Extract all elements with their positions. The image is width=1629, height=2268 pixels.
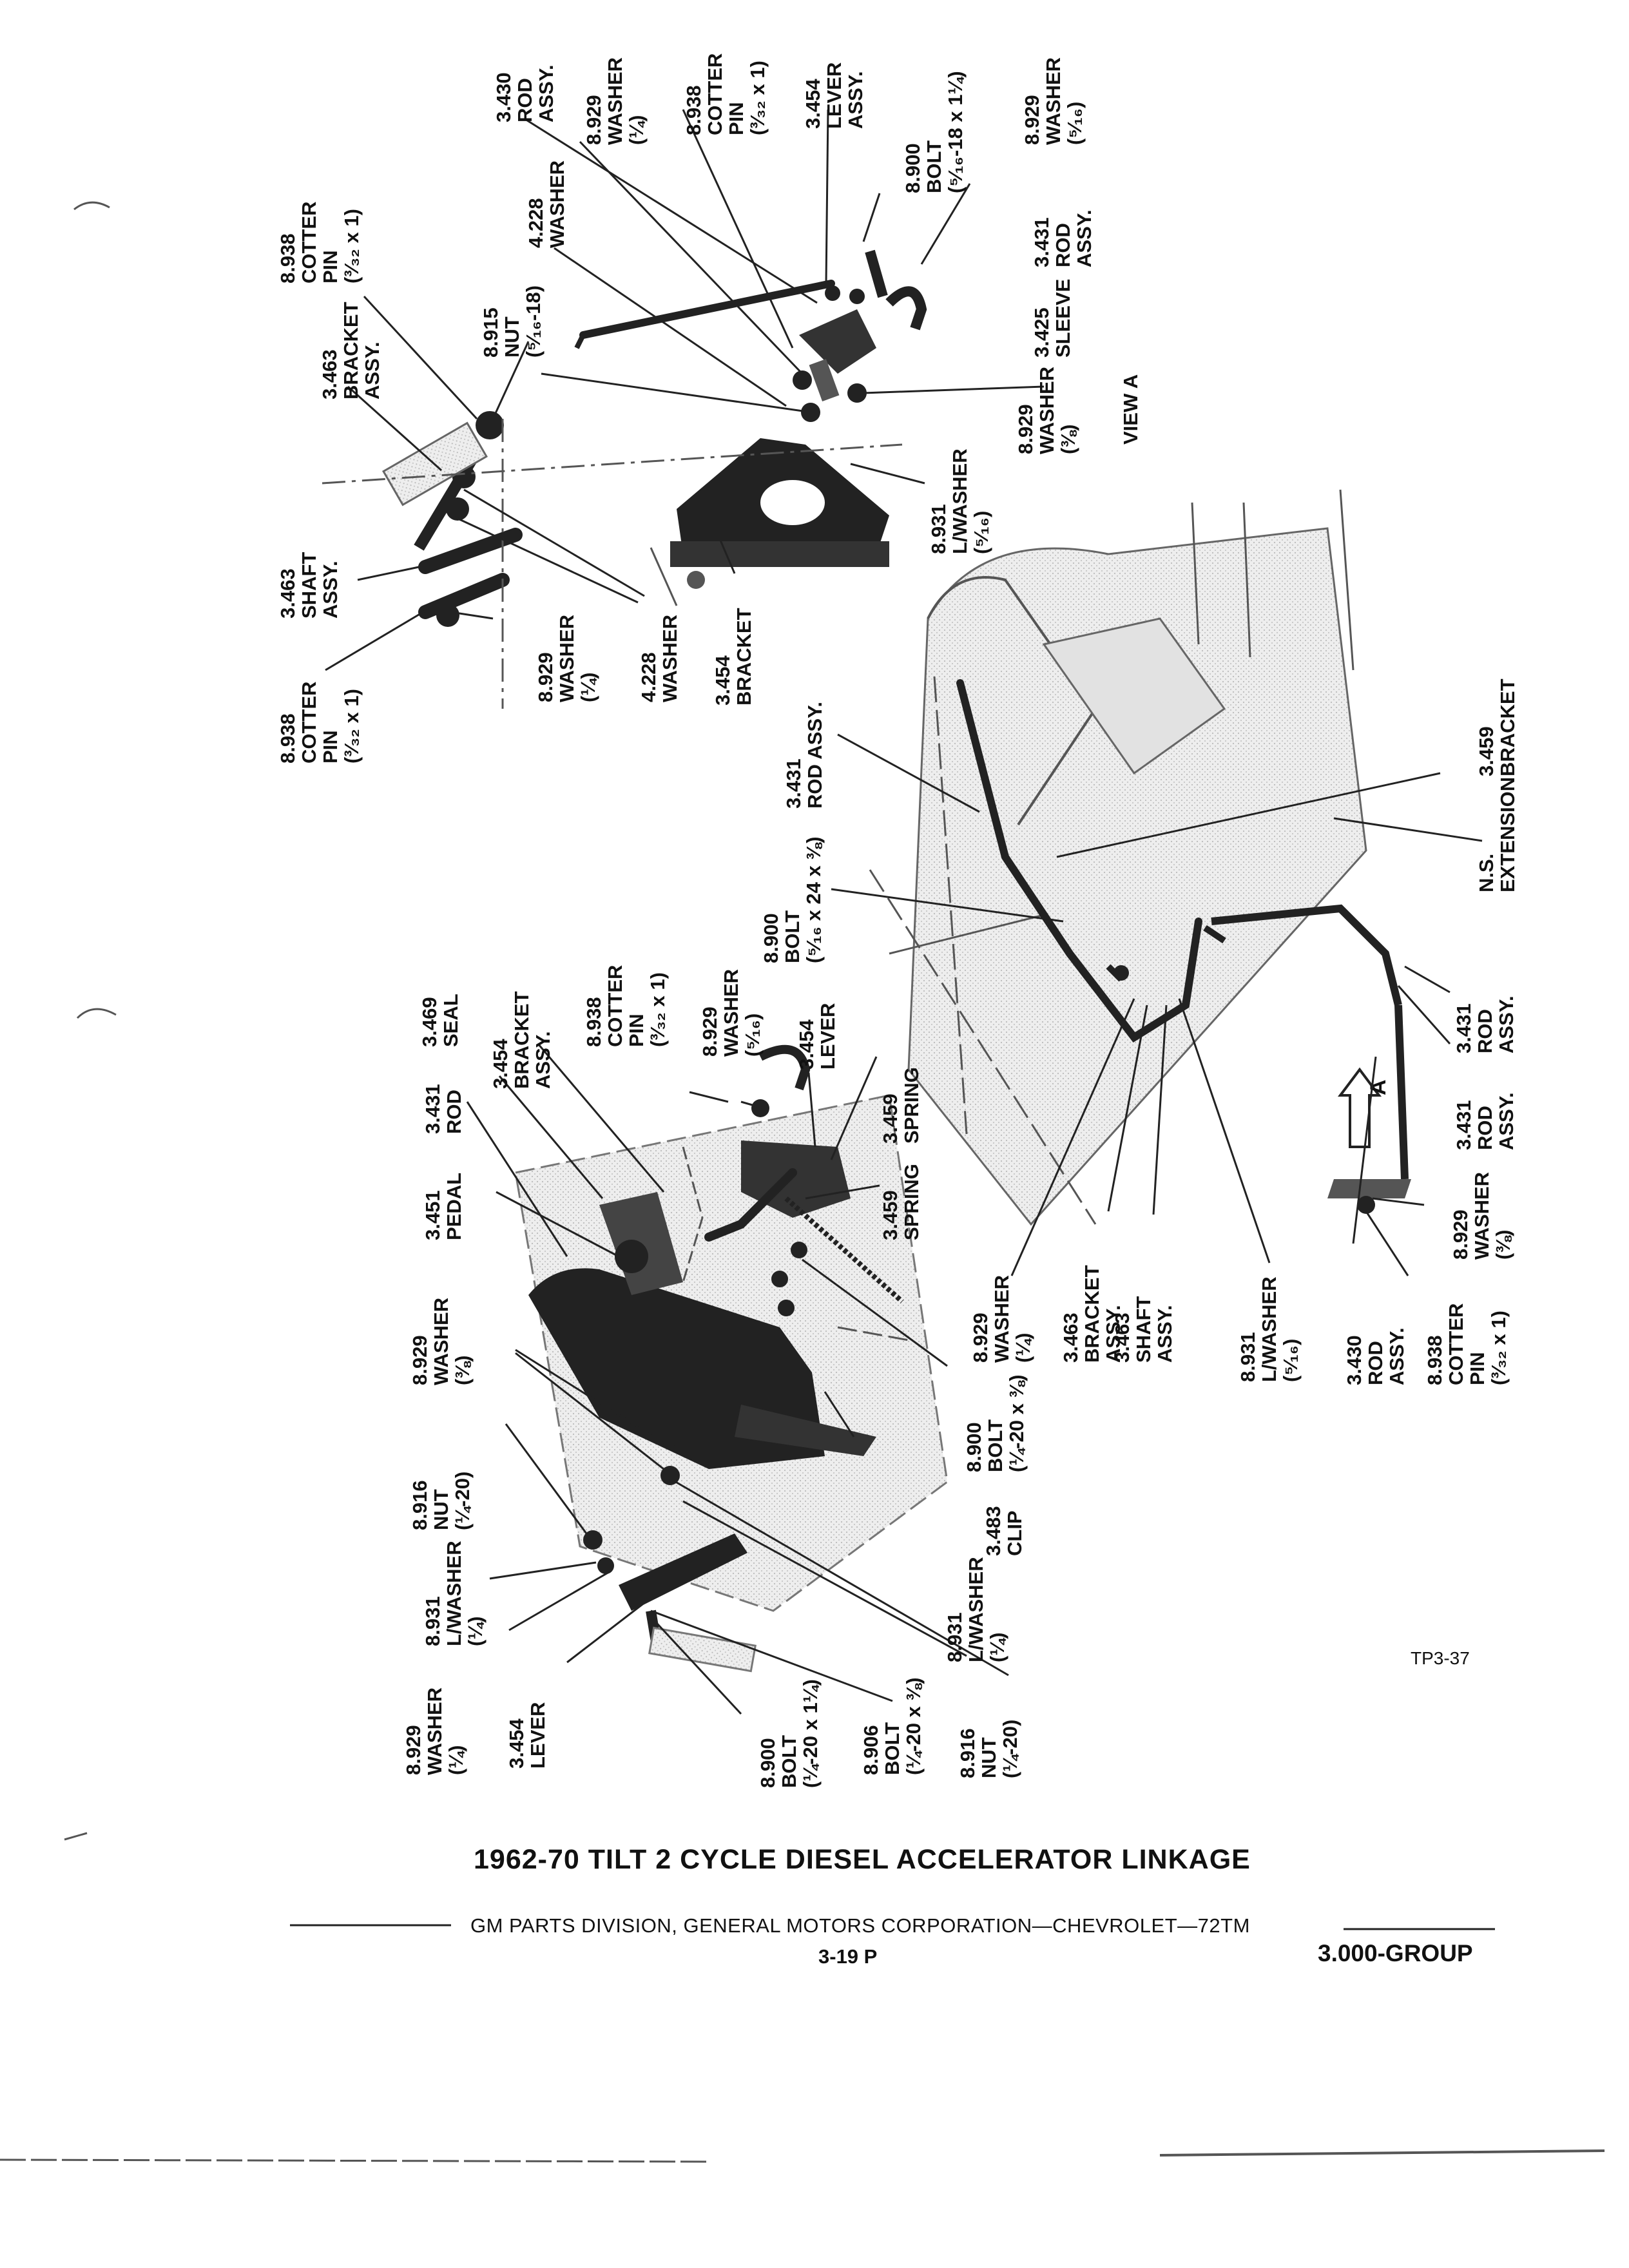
illustration-code: TP3-37 [1411,1648,1470,1668]
leader-lines [325,109,1483,1715]
rod-3431-upper [885,286,927,331]
bracket-lip [670,541,889,567]
rod-3430 [579,280,835,339]
margin-marks [0,201,1605,2163]
group-number: 3.000-GROUP [1318,1940,1473,1966]
page-number: 3-19 P [818,1945,878,1968]
arrow-a [1338,1067,1382,1148]
arrow-a-label: A [1366,1079,1391,1095]
division-line: GM PARTS DIVISION, GENERAL MOTORS CORPOR… [470,1914,1250,1937]
document-title: 1962-70 TILT 2 CYCLE DIESEL ACCELERATOR … [474,1844,1251,1875]
linkage-rod-main [956,679,1202,1043]
rod-3430-lower [1394,1004,1409,1180]
shaft-arm [418,528,523,574]
lever-3454 [799,309,876,374]
bolt-8900-top [865,249,888,298]
lever-3454-lower [619,1533,747,1611]
view-a-assembly [322,249,927,709]
sleeve-3425 [809,359,840,401]
rod-3431-rh [1211,904,1402,1006]
pedal-assembly [514,1044,949,1673]
spring-3459 [784,1196,904,1303]
cab-engine-view: A [869,489,1411,1226]
